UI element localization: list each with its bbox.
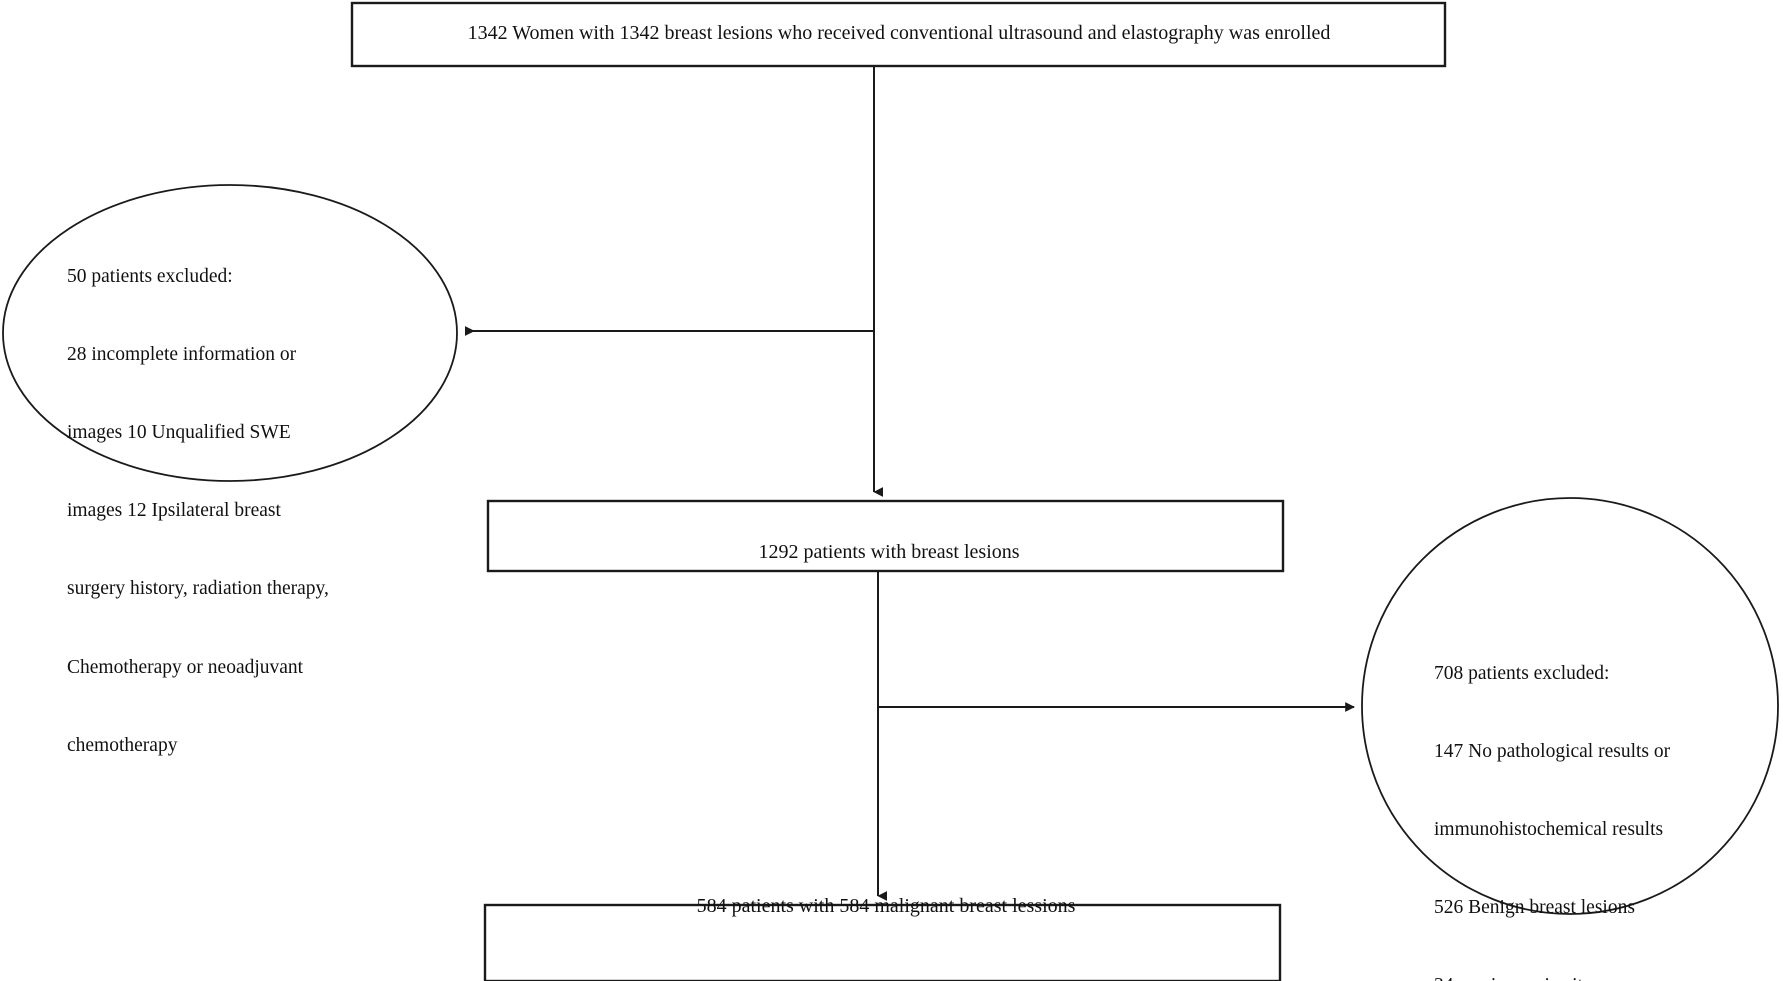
excluded-circle-shape xyxy=(1361,497,1779,915)
remaining-box-shape xyxy=(486,499,1285,573)
excluded-ellipse-shape xyxy=(2,184,458,482)
final-box-shape xyxy=(483,903,1282,981)
enrolled-box-shape xyxy=(350,1,1447,68)
